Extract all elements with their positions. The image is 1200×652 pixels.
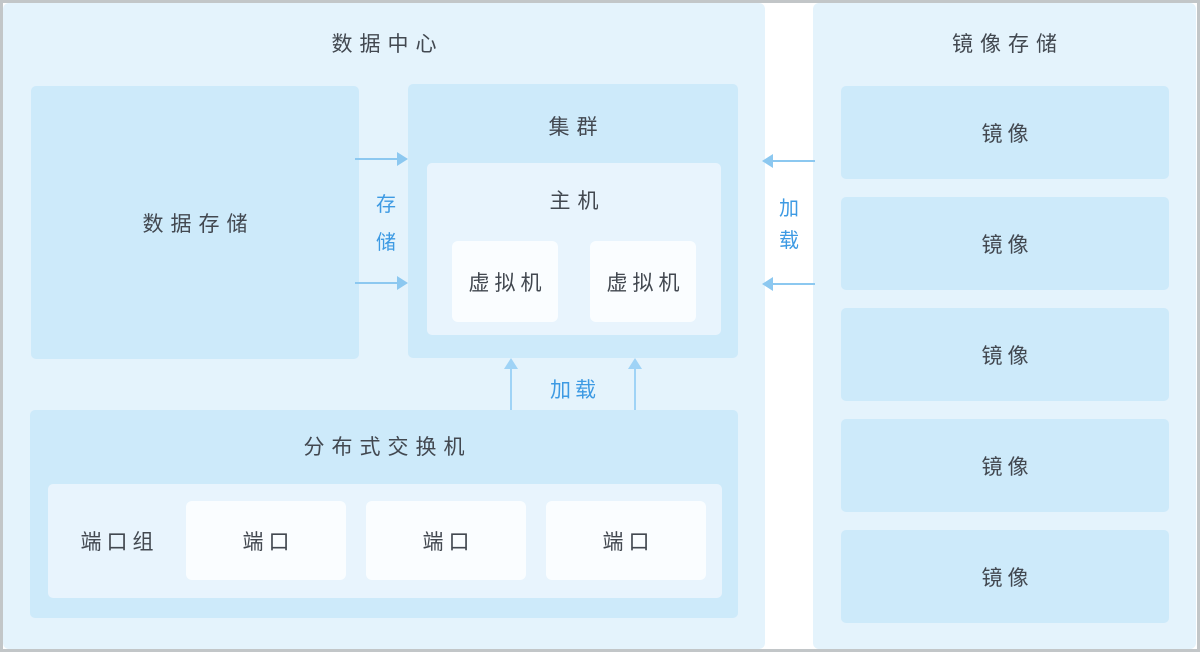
- images-column: 镜像 镜像 镜像 镜像 镜像: [841, 86, 1169, 623]
- datastore-label: 数据存储: [142, 212, 255, 236]
- image-box: 镜像: [841, 419, 1169, 512]
- load-arrow-left-icon: [762, 154, 815, 168]
- datacenter-title: 数据中心: [331, 33, 444, 56]
- host-box: 主机 虚拟机 虚拟机: [427, 163, 721, 335]
- port-box: 端口: [546, 501, 706, 580]
- load-flow-label: 加载: [550, 379, 600, 402]
- vm-box: 虚拟机: [590, 241, 696, 322]
- image-box: 镜像: [841, 530, 1169, 623]
- vm-row: 虚拟机 虚拟机: [427, 241, 721, 322]
- load-arrow-left-icon: [762, 277, 815, 291]
- host-label: 主机: [549, 190, 606, 213]
- image-storage-title: 镜像存储: [952, 33, 1064, 56]
- cluster-label: 集群: [548, 116, 605, 139]
- storage-arrow-icon: [355, 276, 408, 290]
- datastore-box: 数据存储: [31, 86, 359, 359]
- cluster-box: 集群 主机 虚拟机 虚拟机: [408, 84, 738, 358]
- port-box: 端口: [366, 501, 526, 580]
- image-box: 镜像: [841, 86, 1169, 179]
- storage-arrow-icon: [355, 152, 408, 166]
- datacenter-panel: 数据中心 数据存储 集群 主机 虚拟机 虚拟机 分布式交换机 端口组 端口 端口…: [3, 3, 765, 649]
- load-arrow-up-icon: [504, 358, 518, 410]
- vm-box: 虚拟机: [452, 241, 558, 322]
- portgroup-box: 端口组 端口 端口 端口: [48, 484, 722, 598]
- portgroup-label: 端口组: [80, 531, 159, 554]
- distributed-switch-box: 分布式交换机 端口组 端口 端口 端口: [30, 410, 738, 618]
- image-box: 镜像: [841, 308, 1169, 401]
- load-flow-label: 加载: [779, 198, 799, 252]
- port-box: 端口: [186, 501, 346, 580]
- image-storage-panel: 镜像存储 镜像 镜像 镜像 镜像 镜像: [813, 3, 1196, 649]
- distributed-switch-label: 分布式交换机: [303, 436, 472, 459]
- load-arrow-up-icon: [628, 358, 642, 410]
- storage-flow-label: 存储: [376, 194, 396, 254]
- image-box: 镜像: [841, 197, 1169, 290]
